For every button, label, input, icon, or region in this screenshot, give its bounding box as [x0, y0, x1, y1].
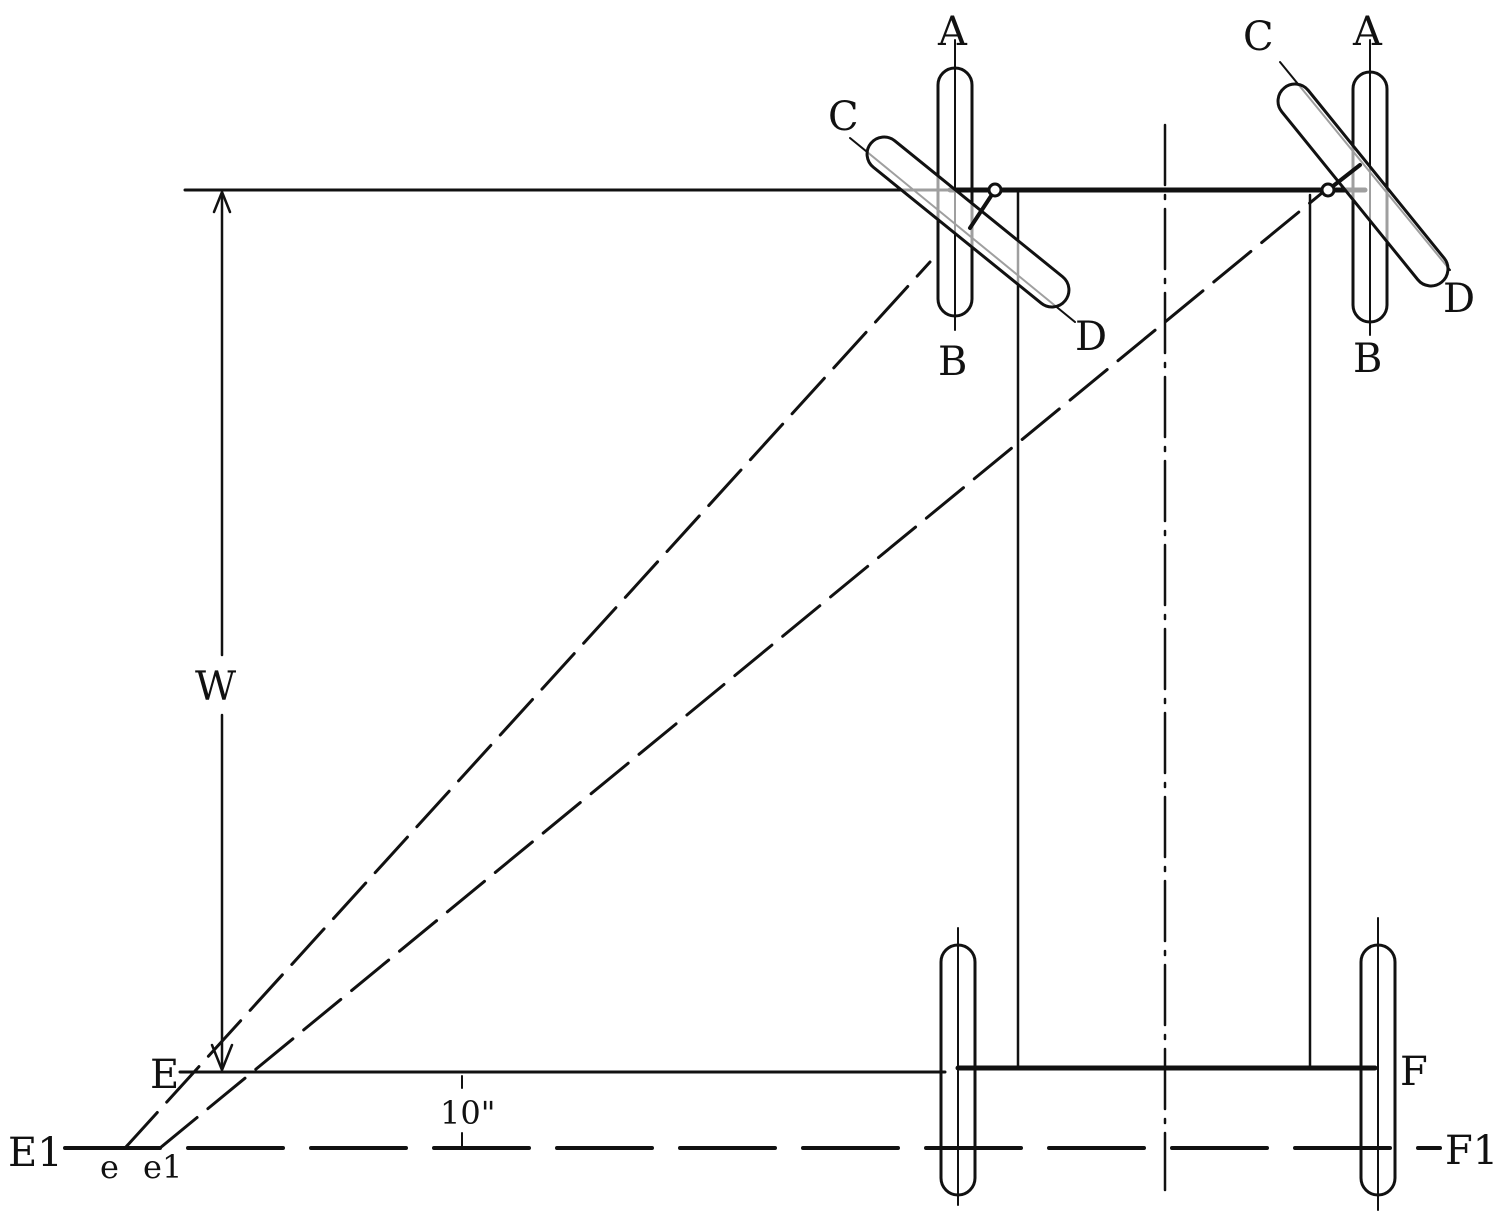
arrow-head-bottom: [210, 1043, 234, 1074]
front-right-wheel-turned: [1276, 82, 1450, 288]
arrow-head-top: [212, 188, 232, 214]
label-C-left: C: [828, 94, 859, 140]
label-e1: e1: [143, 1148, 182, 1186]
label-B-right: B: [1353, 336, 1382, 382]
label-B-left: B: [938, 339, 967, 385]
label-D-left: D: [1075, 314, 1107, 360]
label-F1: F1: [1445, 1128, 1498, 1174]
pivot-left: [987, 182, 1003, 198]
steering-arm-left: [968, 188, 997, 230]
label-A-left: A: [937, 9, 968, 55]
ray-outer-wheel: [158, 191, 1324, 1150]
label-E1: E1: [8, 1130, 63, 1176]
label-offset-10in: 10": [440, 1094, 495, 1132]
label-E: E: [150, 1052, 179, 1098]
pivot-right: [1320, 182, 1336, 198]
ray-inner-wheel: [123, 260, 932, 1150]
label-D-right: D: [1443, 276, 1475, 322]
label-W: W: [195, 664, 236, 710]
label-e: e: [100, 1148, 119, 1186]
label-A-right: A: [1352, 9, 1383, 55]
label-C-right: C: [1243, 14, 1274, 60]
rear-right-wheel: [1359, 943, 1397, 1197]
label-F: F: [1400, 1049, 1428, 1095]
front-left-wheel-turned: [865, 135, 1071, 309]
rear-left-wheel: [939, 943, 977, 1197]
